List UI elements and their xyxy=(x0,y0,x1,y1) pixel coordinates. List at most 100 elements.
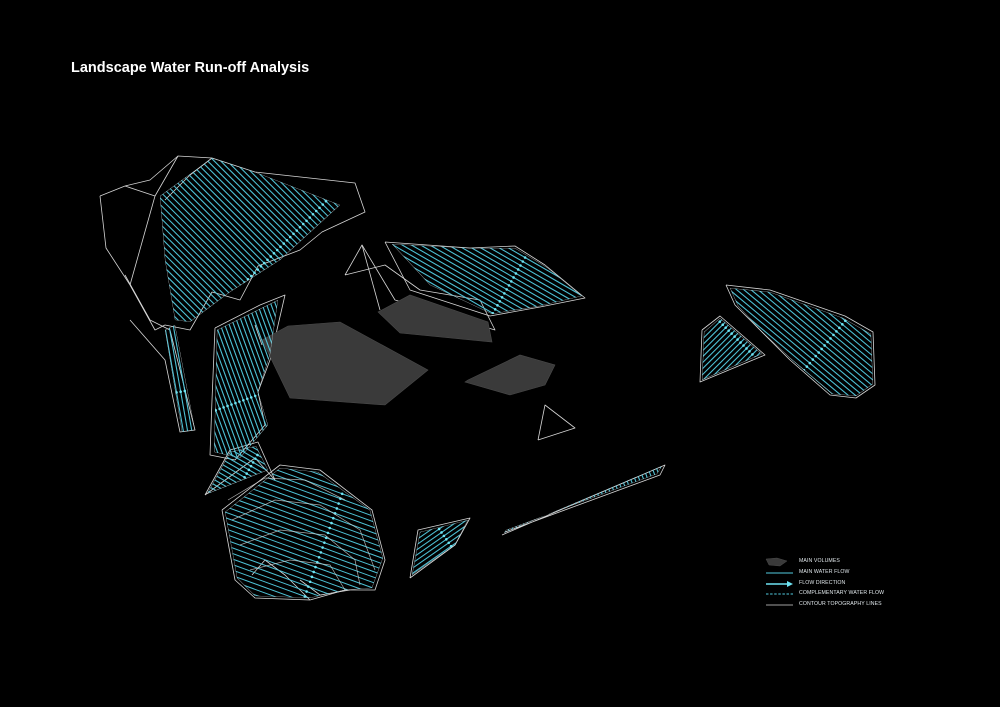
legend-label: CONTOUR TOPOGRAPHY LINES xyxy=(799,601,882,608)
flow-direction-marker xyxy=(117,401,120,404)
flow-line xyxy=(730,349,818,396)
flow-line xyxy=(519,466,587,533)
flow-direction-marker xyxy=(542,532,546,533)
flow-direction-marker xyxy=(533,240,536,243)
flow-direction-marker xyxy=(823,344,826,347)
flow-direction-marker xyxy=(243,475,246,479)
flow-direction-marker xyxy=(353,458,356,461)
flow-direction-marker xyxy=(237,380,240,383)
flow-line xyxy=(545,466,613,533)
flow-direction-marker xyxy=(517,542,520,545)
flow-direction-marker xyxy=(724,326,727,329)
main-volumes-layer xyxy=(261,294,556,406)
flow-line xyxy=(225,468,383,535)
flow-direction-marker xyxy=(787,386,791,390)
flow-line xyxy=(413,244,582,295)
flow-direction-marker xyxy=(217,384,220,387)
flow-line xyxy=(730,288,873,396)
flow-line xyxy=(605,466,662,533)
flow-direction-marker xyxy=(234,401,237,405)
flow-direction-marker xyxy=(210,313,214,317)
contour-topography-line-2 xyxy=(239,529,361,586)
flow-direction-marker xyxy=(852,308,856,312)
flow-direction-marker xyxy=(267,435,270,438)
contour-line-2 xyxy=(124,155,179,197)
flow-direction-marker xyxy=(532,537,535,540)
legend-label: MAIN VOLUMES xyxy=(799,558,840,564)
flow-line xyxy=(425,244,582,275)
flow-line xyxy=(750,288,873,376)
flow-direction-marker xyxy=(464,565,467,569)
flow-direction-marker xyxy=(784,389,788,393)
flow-line xyxy=(234,468,383,472)
flow-direction-marker xyxy=(183,389,187,393)
flow-direction-marker xyxy=(462,364,465,367)
flow-direction-marker xyxy=(337,502,340,505)
flow-line xyxy=(702,318,760,377)
contour-line-17 xyxy=(537,404,576,441)
flow-direction-marker xyxy=(817,351,820,354)
main-volume-1 xyxy=(261,321,429,406)
flow-line xyxy=(214,301,247,458)
flow-direction-marker xyxy=(805,365,809,368)
flow-line xyxy=(225,593,374,598)
flow-direction-marker xyxy=(146,396,149,399)
flow-direction-marker xyxy=(249,274,253,278)
flow-direction-marker xyxy=(507,284,511,287)
flow-line xyxy=(730,352,816,396)
flow-line xyxy=(412,520,468,567)
flow-line xyxy=(191,158,340,299)
flow-direction-marker xyxy=(292,232,295,236)
flow-direction-marker xyxy=(779,397,782,400)
flow-line xyxy=(617,466,662,533)
flow-line xyxy=(418,244,582,287)
flow-direction-marker xyxy=(182,343,185,346)
flow-line xyxy=(225,525,383,598)
flow-direction-marker xyxy=(469,572,472,575)
flow-line xyxy=(225,468,383,540)
flow-direction-marker xyxy=(814,354,818,358)
flow-direction-marker xyxy=(799,372,803,375)
flow-line xyxy=(412,520,468,564)
flow-direction-marker xyxy=(764,415,767,418)
flow-line xyxy=(170,325,195,432)
zone-outline xyxy=(412,520,468,575)
flow-direction-marker xyxy=(249,396,253,399)
flow-direction-marker xyxy=(324,199,328,203)
contour-line-1 xyxy=(99,155,366,331)
flow-line xyxy=(200,158,340,290)
flow-direction-marker xyxy=(245,397,249,401)
zone-outline xyxy=(392,244,582,314)
flow-direction-marker xyxy=(473,344,476,347)
flow-line xyxy=(702,318,736,353)
flow-line xyxy=(504,466,534,533)
flow-direction-marker xyxy=(330,521,333,525)
flow-direction-marker xyxy=(491,311,495,314)
flow-direction-marker xyxy=(286,644,289,647)
flow-direction-marker xyxy=(360,439,363,442)
flow-direction-marker xyxy=(207,317,211,320)
flow-direction-marker xyxy=(428,514,431,517)
flow-direction-marker xyxy=(183,420,186,423)
flow-line xyxy=(225,486,383,565)
flow-line xyxy=(412,520,465,554)
flow-direction-marker xyxy=(877,281,880,284)
flow-direction-marker xyxy=(659,490,662,493)
flow-direction-marker xyxy=(496,304,499,307)
flow-direction-marker xyxy=(808,361,812,365)
flow-direction-marker xyxy=(138,398,141,401)
flow-line xyxy=(225,500,383,579)
flow-line xyxy=(730,288,873,396)
flow-line xyxy=(225,579,379,598)
legend-label: MAIN WATER FLOW xyxy=(799,568,850,575)
flow-line xyxy=(594,466,662,533)
flow-line xyxy=(109,324,132,453)
flow-direction-marker xyxy=(318,206,321,210)
flow-line xyxy=(702,318,751,368)
flow-direction-marker xyxy=(655,491,659,495)
flow-direction-marker xyxy=(311,212,315,216)
flow-line xyxy=(166,325,191,432)
flow-line xyxy=(207,446,268,490)
flow-line xyxy=(446,127,639,238)
